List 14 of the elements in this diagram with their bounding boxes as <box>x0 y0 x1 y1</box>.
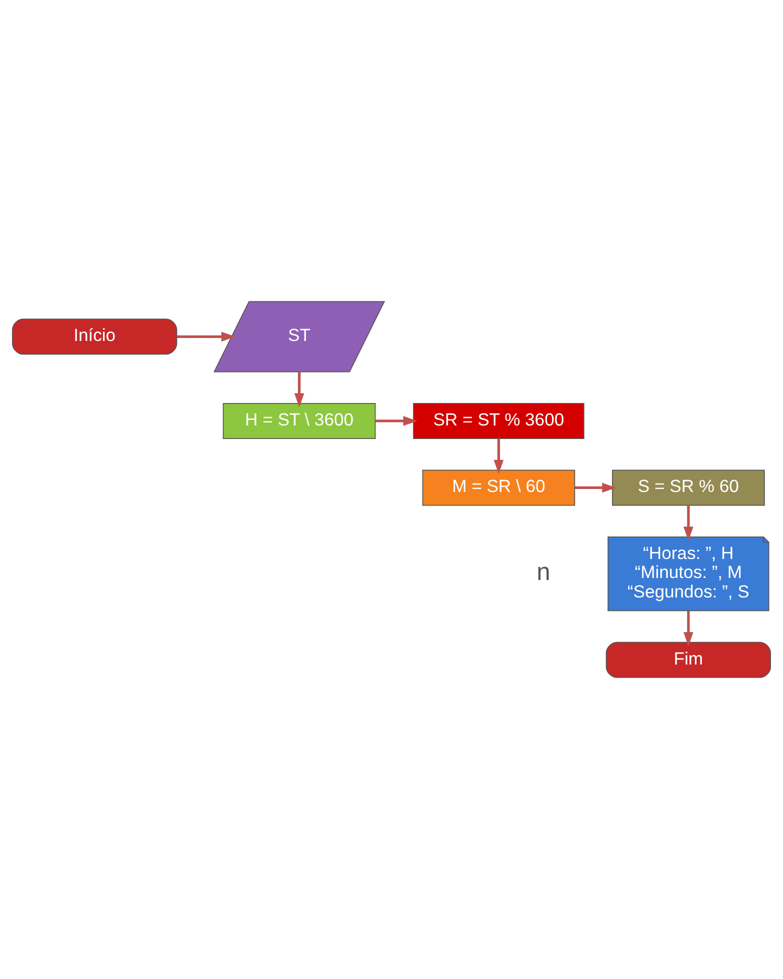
arrow <box>494 438 504 474</box>
node-box: Fim <box>606 642 771 678</box>
node-box: H = ST \ 3600 <box>222 402 376 439</box>
arrow <box>294 372 304 408</box>
node-box: SR = ST % 3600 <box>413 402 584 439</box>
arrow <box>683 506 694 541</box>
label: n <box>536 558 550 586</box>
arrow <box>575 482 616 493</box>
node-box: S = SR % 60 <box>612 470 765 506</box>
arrow <box>376 416 418 426</box>
arrow <box>176 332 236 342</box>
node-box: M = SR \ 60 <box>422 470 576 506</box>
arrow <box>683 610 694 646</box>
node-box: Início <box>12 318 178 355</box>
